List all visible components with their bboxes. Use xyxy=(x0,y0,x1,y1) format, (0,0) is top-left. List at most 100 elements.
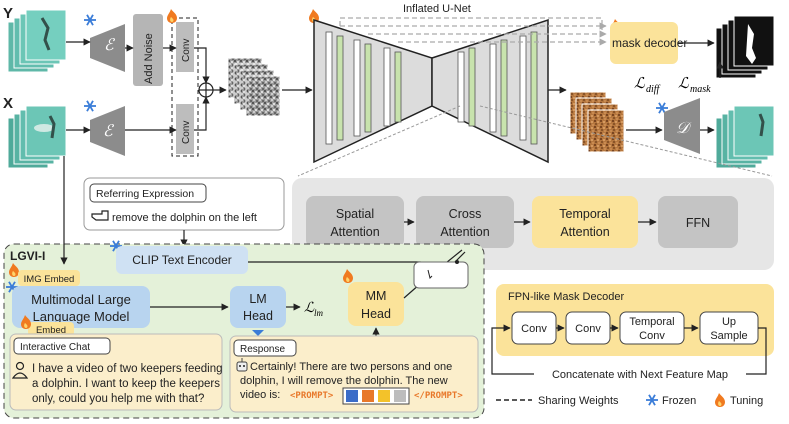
svg-text:Conv: Conv xyxy=(181,39,192,62)
embed-label: Embed xyxy=(36,325,66,336)
interactive-chat-title: Interactive Chat xyxy=(20,342,90,353)
cross-attention-line1: Cross xyxy=(449,207,482,221)
svg-text:diff: diff xyxy=(646,84,661,95)
referring-expression-title-box xyxy=(89,183,207,203)
temporal-attention-block xyxy=(532,196,638,248)
svg-text:Temporal: Temporal xyxy=(629,316,674,328)
cross-attention-line2: Attention xyxy=(440,225,489,239)
fpn-title: FPN-like Mask Decoder xyxy=(508,291,624,303)
svg-text:Up: Up xyxy=(722,316,736,328)
referring-expression-text: remove the dolphin on the left xyxy=(112,212,257,224)
svg-text:ℰ: ℰ xyxy=(103,123,115,140)
response-title: Response xyxy=(240,344,285,355)
output-masks xyxy=(715,15,775,79)
noisy-latents xyxy=(227,57,281,117)
decoder: 𝒟 xyxy=(664,98,700,154)
sharing-weights-arrows xyxy=(339,17,607,46)
response-line-1: Certainly! There are two persons and one xyxy=(250,361,452,373)
chat-line-1: I have a video of two keepers feeding xyxy=(32,363,223,375)
encoder-x: ℰ xyxy=(90,106,125,156)
robot-icon xyxy=(236,358,248,372)
svg-text:ℒ: ℒ xyxy=(634,76,646,92)
temporal-attention-line2: Attention xyxy=(560,225,609,239)
svg-text:𝒟: 𝒟 xyxy=(676,120,692,137)
flame-icon xyxy=(167,9,177,23)
hand-icon xyxy=(91,210,109,221)
svg-text:Conv: Conv xyxy=(575,323,601,335)
mm-head-box xyxy=(348,282,404,326)
legend-frozen: Frozen xyxy=(662,395,696,407)
chat-line-2: a dolphin. I want to keep the keepers xyxy=(32,378,220,390)
snowflake-icon xyxy=(83,99,97,113)
svg-text:mask: mask xyxy=(690,84,711,95)
lm-head-box xyxy=(230,286,286,328)
cross-attention-block xyxy=(416,196,514,248)
svg-text:ℒ: ℒ xyxy=(678,76,690,92)
clip-label: CLIP Text Encoder xyxy=(132,253,232,267)
prompt-open-tag: <PROMPT> xyxy=(290,391,334,401)
spatial-attention-line2: Attention xyxy=(330,225,379,239)
svg-text:lm: lm xyxy=(314,308,324,318)
add-noise-box xyxy=(133,14,163,86)
svg-text:Sample: Sample xyxy=(710,330,747,342)
clip-text-encoder xyxy=(116,246,248,274)
ffn-label: FFN xyxy=(686,216,710,230)
ffn-block xyxy=(658,196,738,248)
selector-box xyxy=(413,261,469,289)
conv-group xyxy=(171,17,199,157)
lm-head-line2: Head xyxy=(243,309,273,323)
lm-head-line1: LM xyxy=(249,292,266,306)
inflated-unet xyxy=(313,18,549,164)
snowflake-icon xyxy=(645,393,659,407)
conv-bottom xyxy=(176,104,194,154)
spatial-attention-line1: Spatial xyxy=(336,207,374,221)
add-noise-label: Add Noise xyxy=(143,33,155,84)
loss-diff-label: ℒ diff xyxy=(634,76,661,95)
snowflake-icon xyxy=(83,13,97,27)
temporal-attention-line1: Temporal xyxy=(559,207,610,221)
input-x-label: X xyxy=(3,95,13,112)
svg-text:ℰ: ℰ xyxy=(104,37,116,54)
svg-text:ℒ: ℒ xyxy=(304,301,315,316)
svg-text:Conv: Conv xyxy=(639,330,665,342)
flame-icon xyxy=(715,393,725,407)
legend-tuning: Tuning xyxy=(730,395,763,407)
response-title-box xyxy=(233,339,297,357)
user-icon xyxy=(11,361,29,379)
legend: Sharing Weights Frozen Tuning xyxy=(496,393,763,407)
mllm-line2: Language Model xyxy=(33,309,130,324)
mm-head-line1: MM xyxy=(366,289,387,303)
img-embed-tag xyxy=(18,270,80,286)
loss-mask-label: ℒ mask xyxy=(678,76,711,95)
unet-title: Inflated U-Net xyxy=(403,3,471,15)
fpn-concat-label: Concatenate with Next Feature Map xyxy=(552,369,728,381)
mllm-box xyxy=(12,286,150,328)
mask-decoder-label: mask decoder xyxy=(612,36,687,50)
legend-sharing-weights: Sharing Weights xyxy=(538,395,619,407)
lgvi-title: LGVI-I xyxy=(10,249,45,263)
response-line-3: video is: xyxy=(240,389,280,401)
output-video xyxy=(715,105,775,169)
denoised-latents xyxy=(569,91,625,153)
input-video-y xyxy=(7,9,67,73)
referring-expression-title: Referring Expression xyxy=(96,188,194,200)
prompt-close-tag: </PROMPT> xyxy=(414,391,463,401)
prompt-tokens xyxy=(342,387,410,405)
mm-head-line2: Head xyxy=(361,307,391,321)
sum-icon xyxy=(198,82,214,98)
mllm-line1: Multimodal Large xyxy=(31,292,131,307)
svg-text:Conv: Conv xyxy=(181,121,192,144)
response-line-2: dolphin, I will remove the dolphin. The … xyxy=(240,375,448,387)
input-y-label: Y xyxy=(3,5,13,22)
loss-lm-label: ℒ lm xyxy=(304,301,324,318)
chat-line-3: only, could you help me with that? xyxy=(32,393,204,405)
img-embed-label: IMG Embed xyxy=(24,274,75,285)
svg-text:Conv: Conv xyxy=(521,323,547,335)
encoder-y: ℰ xyxy=(90,24,125,72)
input-video-x xyxy=(7,105,67,169)
interactive-chat-title-box xyxy=(13,337,111,355)
conv-top xyxy=(176,22,194,72)
mask-decoder-box xyxy=(610,22,678,64)
spatial-attention-block xyxy=(306,196,404,248)
